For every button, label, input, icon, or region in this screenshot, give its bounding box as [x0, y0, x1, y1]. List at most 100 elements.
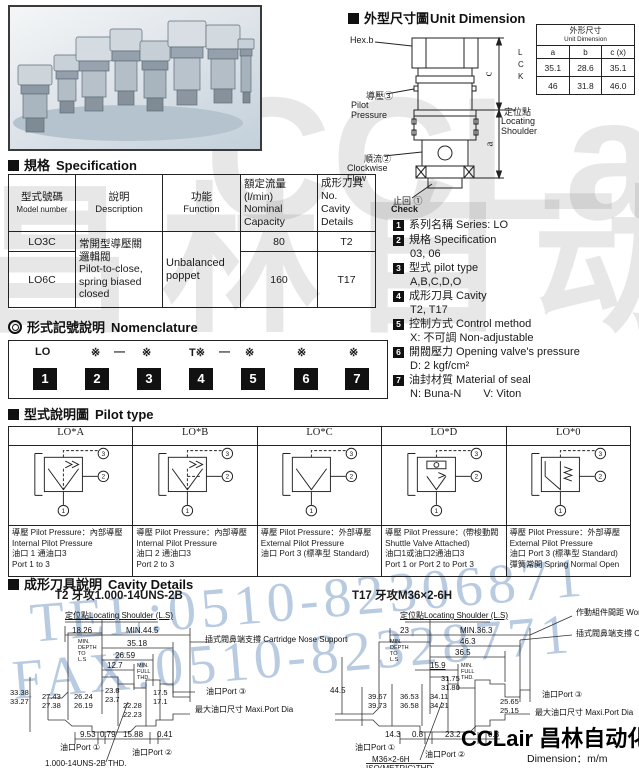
valves-photo-art	[13, 20, 255, 141]
pilot-desc: 導壓 Pilot Pressure：外部導壓 External Pilot Pr…	[256, 525, 383, 577]
svg-text:2: 2	[599, 474, 603, 481]
t17-thread-label-1: M36×2-6H	[372, 755, 410, 764]
check-label-en: Check	[391, 204, 419, 214]
t17-dim: 0.8	[412, 730, 424, 739]
t2-dim: 26.59	[115, 651, 136, 660]
ud-cell: 35.1	[536, 58, 570, 77]
nom-symbol: ※	[349, 347, 359, 359]
t2-port2-label: 油口Port ②	[132, 748, 173, 757]
pilot-col-name: LO*0	[505, 426, 632, 446]
t17-dim: MIN.36.3	[460, 626, 493, 635]
note-text: 控制方式 Control method	[409, 317, 532, 330]
t17-dim-pair: 25.65 25.15	[500, 697, 519, 715]
spec-title-zh: 規格	[24, 158, 51, 173]
t2-port1-label: 油口Port ①	[60, 743, 101, 752]
spec-h-capacity: 額定流量 (l/min) Nominal Capacity	[240, 174, 318, 232]
t2-min-depth: MIN. DEPTH TO L.S	[78, 639, 97, 663]
valve-drawing: Hex.b 導壓③ Pilot Pressure 順流② Clockwise F…	[338, 26, 548, 218]
svg-text:3: 3	[474, 451, 478, 458]
ud-cell: 28.6	[568, 58, 603, 77]
cavity-title-en: Cavity Details	[108, 577, 194, 592]
pilot-col-name: LO*D	[381, 426, 507, 446]
note-sub: D: 2 kgf/cm²	[410, 360, 470, 372]
svg-text:1: 1	[61, 508, 65, 515]
note-sub: X: 不可調 Non-adjustable	[410, 332, 534, 344]
t2-dim: 0.41	[157, 730, 173, 739]
spec-title-en: Specification	[56, 158, 137, 173]
pilot-col-name: LO*C	[256, 426, 383, 446]
pilot-desc: 導壓 Pilot Pressure：(帶梭動閥 Shuttle Valve At…	[381, 525, 507, 577]
dim-c-label: c	[482, 71, 495, 77]
spec-title: 規格 Specification	[8, 155, 137, 174]
svg-text:2: 2	[474, 474, 478, 481]
nom-number: 2	[85, 368, 109, 390]
note-5: 5 控制方式 Control method	[393, 318, 639, 332]
pilot-desc: 導壓 Pilot Pressure：內部導壓 Internal Pilot Pr…	[7, 525, 134, 577]
t17-dim: 44.5	[330, 686, 346, 695]
note-badge: 6	[393, 346, 404, 358]
nom-symbol: —	[219, 346, 230, 358]
ud-col-c: c (x)	[601, 45, 635, 59]
unit-dimension-title: 外型尺寸圖Unit Dimension	[348, 8, 525, 27]
pilot-desc: 導壓 Pilot Pressure：內部導壓 Internal Pilot Pr…	[132, 525, 258, 577]
ud-cell: 31.8	[568, 76, 603, 95]
t17-maxi-label: 最大油口尺寸 Maxi.Port Dia	[535, 708, 634, 717]
note-badge: 7	[393, 374, 404, 386]
t17-dim: 15.9	[430, 661, 446, 670]
svg-text:2: 2	[350, 474, 354, 481]
t17-dim: 46.3	[460, 637, 476, 646]
section-square-icon	[348, 13, 359, 24]
footer-brand: CCLair 昌林自动化	[461, 726, 639, 751]
note-sub: T2, T17	[410, 304, 448, 316]
section-square-icon	[8, 579, 19, 590]
t17-dim: 0.8	[488, 730, 500, 739]
t17-min-depth: MIN. DEPTH TO L.S	[390, 639, 409, 663]
note-text: 系列名稱 Series: LO	[409, 219, 509, 231]
t2-dim-pair: 26.24 26.19	[74, 692, 93, 710]
section-square-icon	[8, 409, 19, 420]
note-text: 開閥壓力 Opening valve's pressure	[409, 345, 580, 358]
t17-thread-label-2: ISO(METRIC)THD.	[366, 763, 435, 768]
ud-col-a: a	[536, 45, 570, 59]
dim-a-label: a	[483, 141, 496, 147]
t2-dim-pair: 17.5 17.1	[153, 688, 168, 706]
footer-dimension-note: Dimension：m/m	[527, 753, 608, 765]
nom-number: 5	[241, 368, 265, 390]
spec-desc: 常開型導壓關 邏輯閥 Pilot-to-close, spring biased…	[75, 231, 163, 308]
t2-dim: 9.53	[80, 730, 96, 739]
svg-text:2: 2	[101, 474, 105, 481]
check-label-zh: 止回 ①	[393, 196, 423, 206]
section-square-icon	[8, 160, 19, 171]
note-badge: 5	[393, 318, 404, 330]
note-sub: 03, 06	[410, 248, 441, 260]
t17-port3-label: 油口Port ③	[542, 690, 583, 699]
svg-text:3: 3	[599, 451, 603, 458]
spec-model-1: LO3C	[8, 231, 76, 252]
t2-min-full: MIN. FULL THD.	[137, 663, 151, 681]
note-badge: 3	[393, 262, 404, 274]
unit-dimension-title-zh: 外型尺寸圖	[364, 11, 430, 26]
t2-dim-pair: 27.43 27.38	[42, 692, 61, 710]
nomenclature-title-zh: 形式記號說明	[27, 320, 106, 335]
svg-text:3: 3	[350, 451, 354, 458]
t2-dim: 35.18	[127, 639, 148, 648]
t2-dim-pair: 33.38 33.27	[10, 688, 29, 706]
nom-number: 1	[33, 368, 57, 390]
t17-port2-label: 油口Port ②	[425, 750, 466, 759]
t17-ls-label: 定位點Locating Shoulder (L.S)	[400, 611, 509, 620]
nom-symbol: LO	[35, 346, 51, 358]
t2-dim: 0.79	[100, 730, 116, 739]
note-6: 6 開閥壓力 Opening valve's pressure	[393, 346, 639, 360]
